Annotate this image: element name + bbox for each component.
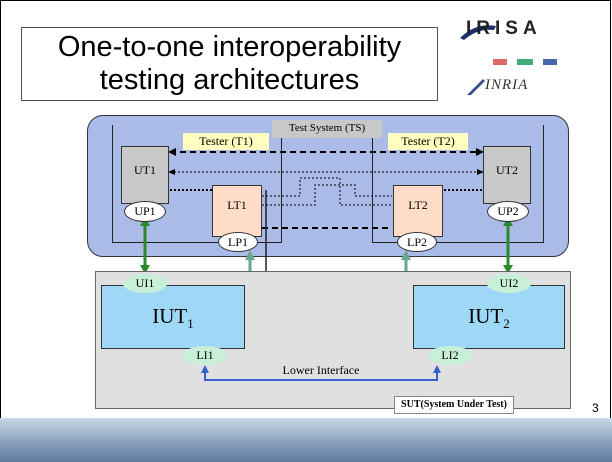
ut1-box: UT1 bbox=[121, 146, 169, 204]
ut-coordination-arrow-left bbox=[168, 148, 176, 156]
test-system-label: Test System (TS) bbox=[272, 120, 382, 138]
page-number: 3 bbox=[592, 401, 599, 415]
ut-dotted-arrow-right bbox=[477, 169, 484, 175]
lt1-label: LT1 bbox=[227, 198, 247, 212]
lower-interface-arrow-left bbox=[201, 365, 209, 373]
ut-coordination-arrow-right bbox=[476, 148, 484, 156]
ui1-interface: UI1 bbox=[123, 274, 167, 293]
lt2-label: LT2 bbox=[408, 198, 428, 212]
up2-ui2-arrow-down bbox=[503, 265, 513, 274]
partner-logos bbox=[493, 56, 563, 70]
partner-logos-icon bbox=[493, 59, 557, 65]
lower-interface-label: Lower Interface bbox=[282, 363, 360, 377]
iut2-box: IUT2 bbox=[413, 285, 565, 349]
tester2-boundary bbox=[372, 125, 544, 243]
iut2-subscript: 2 bbox=[503, 316, 510, 332]
cross-dotted-path-1 bbox=[262, 177, 392, 206]
cross-dotted-path-2 bbox=[262, 184, 392, 206]
slide-title-line1: One-to-one interoperability bbox=[57, 31, 402, 63]
lt2-box: LT2 bbox=[393, 185, 443, 237]
li1-lp1-arrow bbox=[245, 250, 255, 260]
irisa-logo bbox=[458, 20, 598, 105]
iut2-label: IUT bbox=[468, 304, 504, 328]
ut2-label: UT2 bbox=[496, 163, 518, 177]
lp1-port: LP1 bbox=[218, 232, 258, 252]
ui2-interface: UI2 bbox=[487, 274, 531, 293]
lt1-box: LT1 bbox=[212, 185, 262, 237]
ut-dotted-arrow-left bbox=[168, 169, 175, 175]
tester1-boundary bbox=[112, 125, 282, 243]
irisa-logo-text: IRISA bbox=[466, 18, 542, 39]
ut1-label: UT1 bbox=[134, 163, 156, 177]
li2-lp2-arrow bbox=[401, 250, 411, 260]
tester1-label: Tester (T1) bbox=[183, 133, 269, 150]
li1-interface: LI1 bbox=[183, 346, 227, 365]
slide-title-line2: testing architectures bbox=[99, 64, 360, 96]
lp2-port: LP2 bbox=[397, 232, 437, 252]
inria-logo bbox=[465, 77, 487, 97]
footer-decoration bbox=[0, 418, 612, 462]
inria-mark-icon bbox=[467, 79, 485, 95]
slide-title: One-to-one interoperability testing arch… bbox=[21, 27, 438, 101]
up1-ui1-arrow-down bbox=[140, 265, 150, 274]
tester2-label: Tester (T2) bbox=[388, 133, 468, 150]
up1-port: UP1 bbox=[124, 201, 166, 222]
sut-label: SUT(System Under Test) bbox=[394, 396, 514, 414]
lower-interface-arrow-right bbox=[433, 365, 441, 373]
iut1-subscript: 1 bbox=[187, 316, 194, 332]
iut1-label: IUT bbox=[152, 304, 188, 328]
irisa-swoosh-icon bbox=[460, 25, 496, 40]
inria-logo-text: INRIA bbox=[485, 77, 529, 93]
li2-interface: LI2 bbox=[428, 346, 472, 365]
lower-interface-arrow-path bbox=[204, 370, 438, 381]
ut2-box: UT2 bbox=[483, 146, 531, 204]
up2-port: UP2 bbox=[487, 201, 529, 222]
iut1-box: IUT1 bbox=[101, 285, 245, 349]
